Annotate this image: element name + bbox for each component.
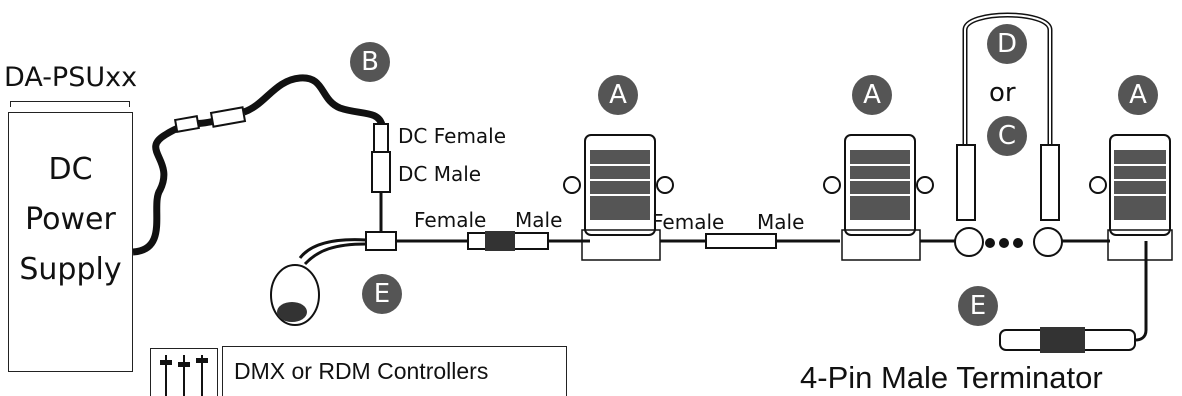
psu-model: DA-PSUxx <box>4 62 138 93</box>
female-label-1: Female <box>414 208 487 232</box>
fixture-a1 <box>563 134 674 261</box>
inline-connector-2 <box>209 106 247 128</box>
t-junction <box>365 231 397 251</box>
terminator-cable <box>1134 241 1148 342</box>
fixture-a3 <box>1089 134 1173 261</box>
psu-label-line-2: Power <box>25 202 116 237</box>
dc-female-label: DC Female <box>398 124 507 148</box>
badge-e-2: E <box>958 286 998 326</box>
male-label-1: Male <box>515 208 563 232</box>
dmx-tail-cable <box>298 238 367 259</box>
power-cable <box>132 114 231 256</box>
female-label-2: Female <box>652 210 725 234</box>
controller-icon-box <box>150 348 218 396</box>
male-label-2: Male <box>757 210 805 234</box>
psu-label: DC Power Supply <box>8 145 133 295</box>
psu-label-line-3: Supply <box>19 252 122 287</box>
badge-b: B <box>350 42 390 82</box>
badge-a-1: A <box>598 75 638 115</box>
psu-label-line-1: DC <box>48 152 93 187</box>
badge-e-1: E <box>362 274 402 314</box>
female-male-connector-2 <box>705 233 777 249</box>
power-supply-box <box>8 112 133 372</box>
dc-male-label: DC Male <box>398 162 482 186</box>
controllers-label: DMX or RDM Controllers <box>234 358 489 384</box>
controllers-box <box>222 346 567 396</box>
dc-male-connector <box>371 151 391 193</box>
badge-d: D <box>987 24 1027 64</box>
terminator-label: 4-Pin Male Terminator <box>800 360 1103 395</box>
inline-connector-1 <box>173 115 201 133</box>
dc-female-connector <box>373 123 389 153</box>
loop-connector-left <box>956 144 976 221</box>
power-cable-upper <box>242 74 386 127</box>
fixture-a2 <box>823 134 934 261</box>
or-label: or <box>989 78 1016 108</box>
psu-cap <box>10 101 130 107</box>
fader-icon <box>160 355 208 396</box>
loop-connector-right <box>1040 144 1060 221</box>
badge-a-2: A <box>852 75 892 115</box>
badge-a-3: A <box>1118 75 1158 115</box>
badge-c: C <box>987 116 1027 156</box>
